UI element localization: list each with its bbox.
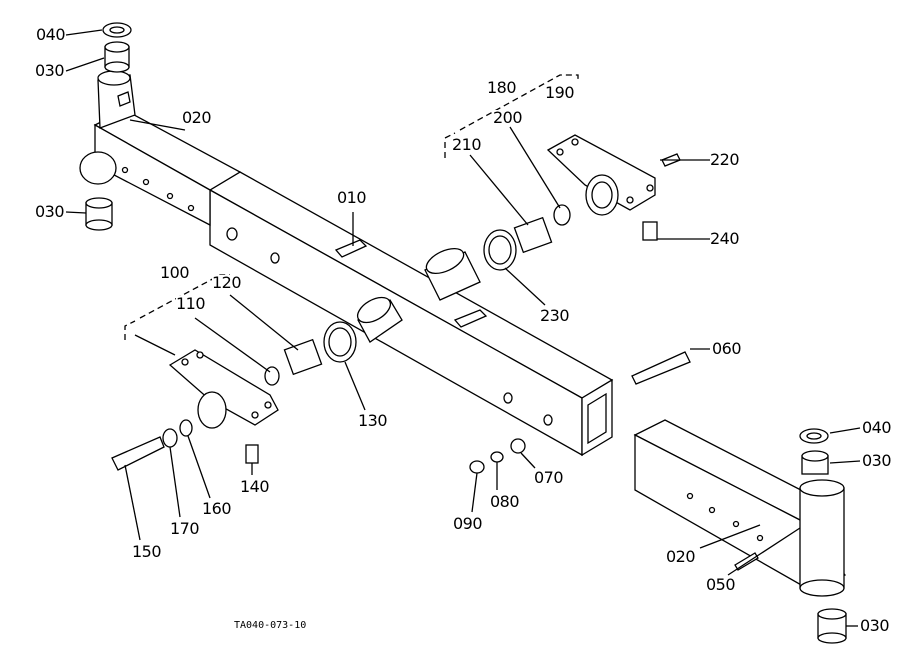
- label-140: 140: [240, 477, 270, 496]
- pivot-pin-tube: [356, 247, 481, 343]
- label-030: 030: [35, 61, 65, 80]
- label-150: 150: [132, 542, 162, 561]
- label-040: 040: [36, 25, 66, 44]
- label-160: 160: [202, 499, 232, 518]
- label-090: 090: [453, 514, 483, 533]
- left-axle-extension: [79, 70, 242, 227]
- rear-bracket-assembly: [444, 74, 681, 271]
- right-axle-extension: [633, 419, 847, 597]
- label-120: 120: [212, 273, 242, 292]
- label-040: 040: [862, 418, 892, 437]
- leader-lines: [65, 29, 861, 627]
- diagram-code: TA040-073-10: [234, 620, 307, 631]
- label-070: 070: [534, 468, 564, 487]
- label-100: 100: [160, 263, 190, 282]
- label-080: 080: [490, 492, 520, 511]
- label-030: 030: [860, 616, 890, 635]
- label-020: 020: [666, 547, 696, 566]
- label-060: 060: [712, 339, 742, 358]
- label-170: 170: [170, 519, 200, 538]
- bushings: [85, 22, 847, 644]
- label-210: 210: [452, 135, 482, 154]
- label-020: 020: [182, 108, 212, 127]
- label-110: 110: [176, 294, 206, 313]
- label-130: 130: [358, 411, 388, 430]
- label-230: 230: [540, 306, 570, 325]
- label-050: 050: [706, 575, 736, 594]
- label-200: 200: [493, 108, 523, 127]
- label-030: 030: [862, 451, 892, 470]
- label-010: 010: [337, 188, 367, 207]
- label-220: 220: [710, 150, 740, 169]
- label-240: 240: [710, 229, 740, 248]
- fasteners: [111, 351, 759, 571]
- label-030: 030: [35, 202, 65, 221]
- label-180: 180: [487, 78, 517, 97]
- label-190: 190: [545, 83, 575, 102]
